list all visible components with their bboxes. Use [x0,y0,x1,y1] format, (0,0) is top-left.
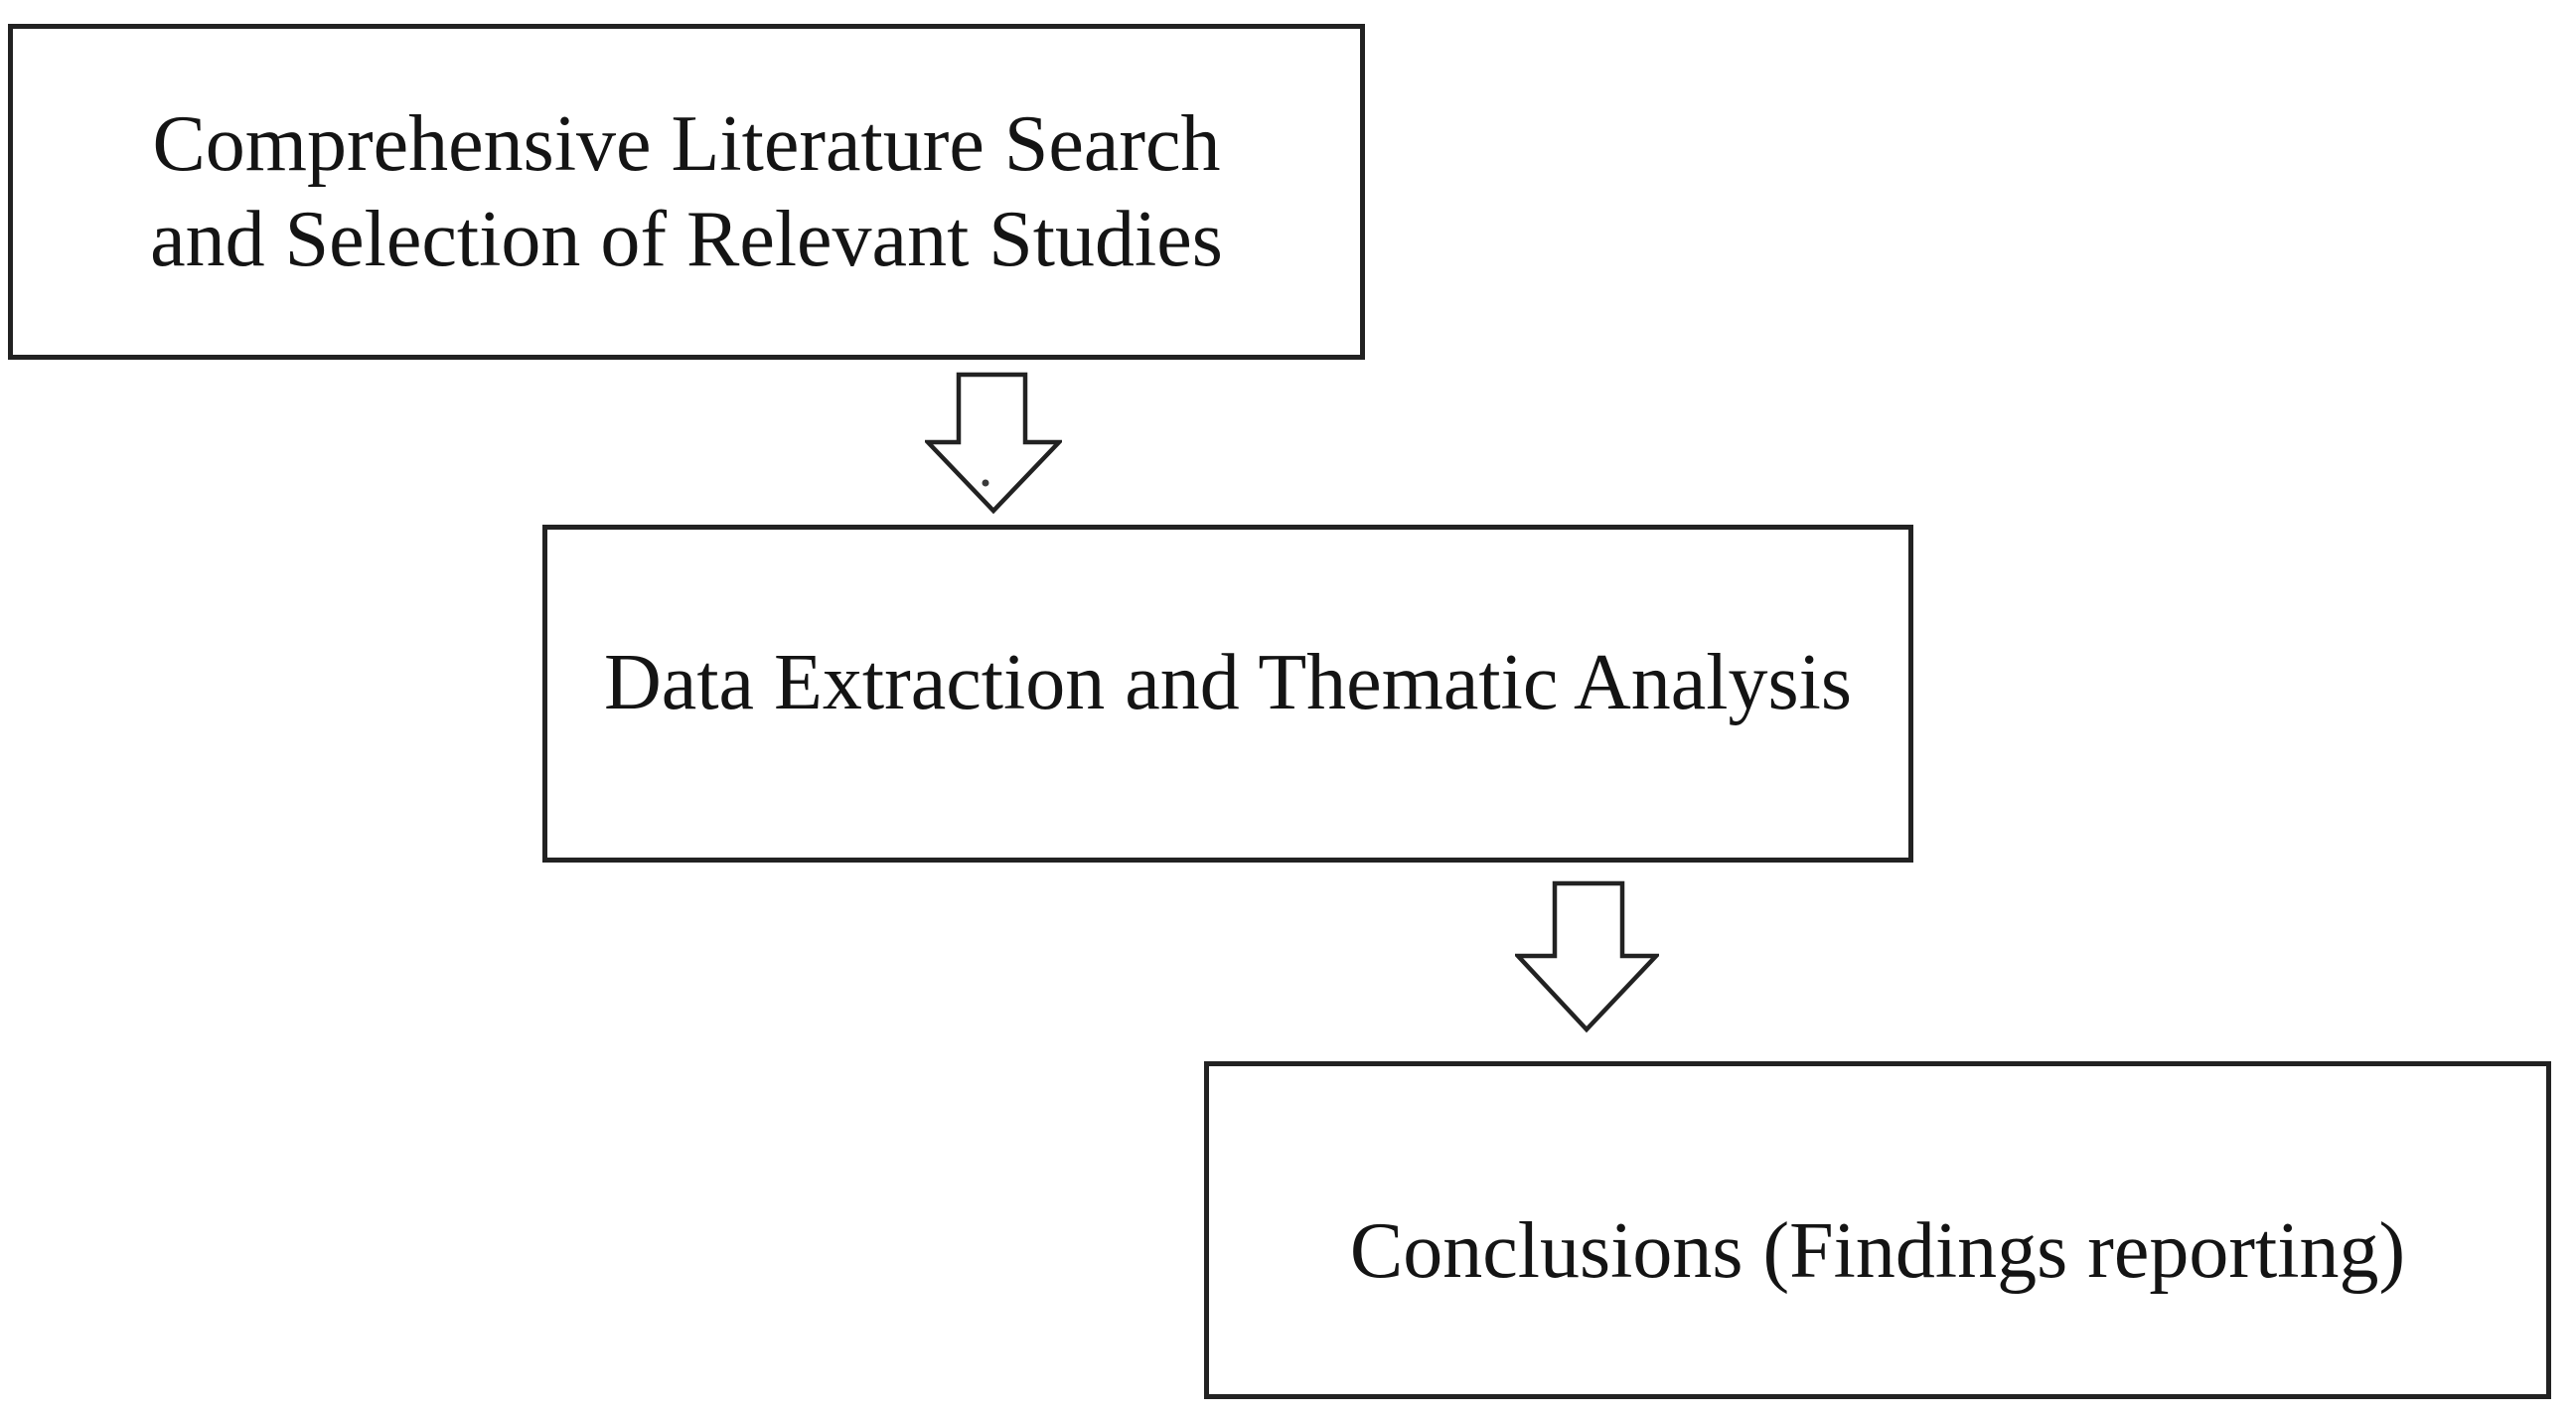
dot-artifact [982,479,989,487]
down-block-arrow-icon [1515,880,1659,1033]
flowchart-node-conclusions: Conclusions (Findings reporting) [1204,1061,2551,1399]
node-label: Conclusions (Findings reporting) [1349,1207,2406,1295]
node-label: Data Extraction and Thematic Analysis [604,639,1852,726]
down-arrow-shape [1515,880,1659,1033]
flowchart-node-literature-search: Comprehensive Literature Search and Sele… [8,24,1365,360]
node-label: Comprehensive Literature Search and Sele… [150,100,1223,283]
down-block-arrow-icon [925,372,1062,515]
down-arrow-shape [925,372,1062,515]
flowchart-node-data-extraction: Data Extraction and Thematic Analysis [542,525,1913,863]
